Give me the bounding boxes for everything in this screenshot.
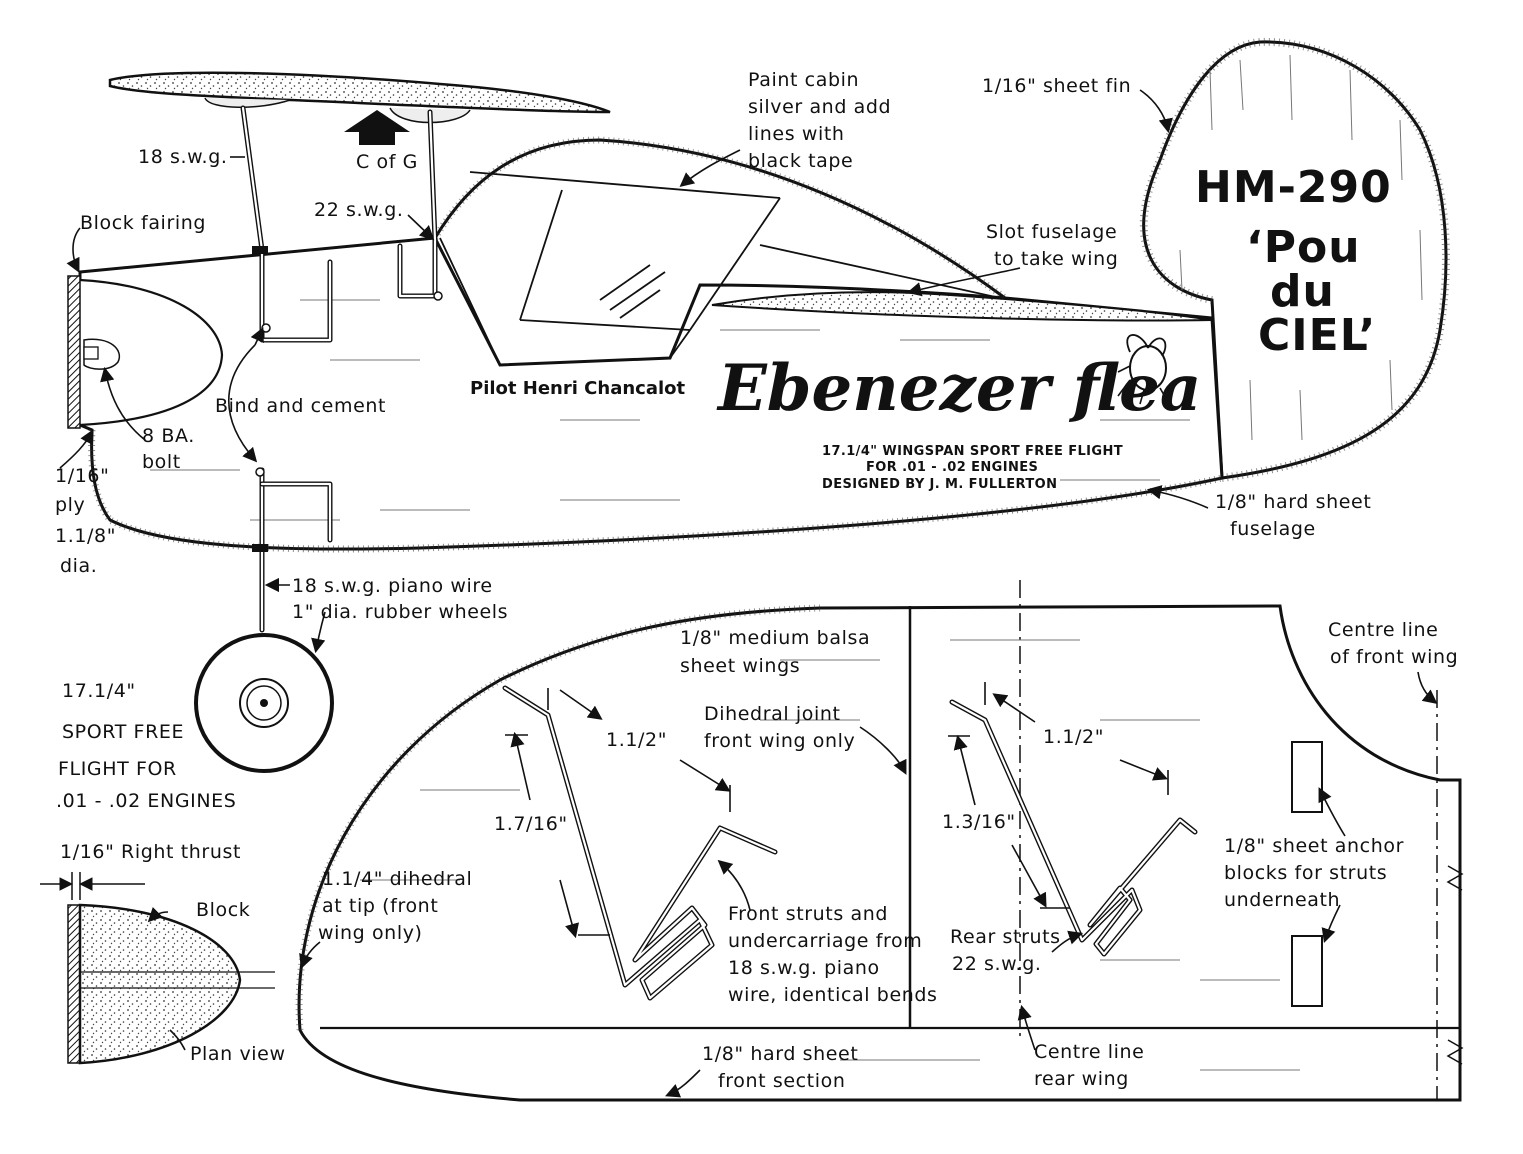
- anchor-blocks-3: underneath: [1224, 889, 1340, 911]
- wing-grain: [360, 639, 1300, 1071]
- spec-line-3: DESIGNED BY J. M. FULLERTON: [822, 477, 1057, 492]
- left-spec-3: FLIGHT FOR: [58, 758, 177, 780]
- centre-front-2: of front wing: [1330, 646, 1458, 668]
- paint-cabin-3: lines with: [748, 123, 845, 145]
- front-struts-3: 18 s.w.g. piano: [728, 957, 880, 979]
- dim-rear-top: 1.1/2": [1043, 726, 1104, 748]
- left-spec-block: 17.1/4" SPORT FREE FLIGHT FOR .01 - .02 …: [56, 680, 236, 812]
- side-annotations: Paint cabin silver and add lines with bl…: [55, 69, 1371, 623]
- hard-front-2: front section: [718, 1070, 845, 1092]
- model-number: HM-290: [1195, 162, 1392, 213]
- ply-label-3: 1.1/8": [55, 525, 116, 547]
- wing-annotations: 1/8" medium balsa sheet wings Dihedral j…: [318, 619, 1458, 1092]
- tip-dihedral-1: 1.1/4" dihedral: [322, 868, 472, 890]
- centre-rear-1: Centre line: [1034, 1041, 1144, 1063]
- front-struts-2: undercarriage from: [728, 930, 922, 952]
- piano-wire-label: 18 s.w.g. piano wire: [292, 575, 493, 597]
- block-label: Block: [196, 899, 250, 921]
- wing-plan: [295, 580, 1464, 1102]
- top-wing-side: [108, 71, 611, 114]
- tip-dihedral-2: at tip (front: [322, 895, 438, 917]
- wing-outline: [297, 604, 1462, 1102]
- hard-sheet-fuselage-2: fuselage: [1230, 518, 1316, 540]
- slot-label-1: Slot fuselage: [986, 221, 1117, 243]
- nickname-line-3: CIEL’: [1258, 310, 1376, 361]
- nickname-line-2: du: [1270, 266, 1335, 317]
- fin-grain: [1179, 54, 1423, 441]
- wheel: [194, 633, 334, 773]
- anchor-blocks-1: 1/8" sheet anchor: [1224, 835, 1404, 857]
- bolt-label-2: bolt: [142, 451, 181, 473]
- paint-cabin-4: black tape: [748, 150, 853, 172]
- plan-view-caption: Plan view: [190, 1043, 286, 1065]
- cog-label: C of G: [356, 151, 418, 173]
- left-spec-4: .01 - .02 ENGINES: [56, 790, 236, 812]
- hard-sheet-fuselage-1: 1/8" hard sheet: [1215, 491, 1371, 513]
- anchor-block-rear: [1291, 935, 1323, 1007]
- wheels-label: 1" dia. rubber wheels: [292, 601, 508, 623]
- plan-view-labels: 1/16" Right thrust Block Plan view: [60, 841, 286, 1065]
- nickname-line-1: ‘Pou: [1246, 222, 1361, 273]
- cabin-frames: [439, 171, 1001, 366]
- side-view: [67, 37, 1450, 773]
- block-fairing-label: Block fairing: [80, 212, 206, 234]
- rear-strut: [949, 699, 1198, 957]
- title-block: HM-290 ‘Pou du CIEL’ Ebenezer flea Pilot…: [470, 162, 1392, 492]
- flea-logo: [1117, 334, 1169, 405]
- dihedral-joint-1: Dihedral joint: [704, 703, 841, 725]
- bind-cement-label: Bind and cement: [215, 395, 386, 417]
- fuselage-grain: [130, 299, 1190, 521]
- tip-dihedral-3: wing only): [318, 922, 423, 944]
- firewall-ply: [67, 275, 81, 429]
- spec-line-2: FOR .01 - .02 ENGINES: [866, 460, 1038, 475]
- left-spec-1: 17.1/4": [62, 680, 136, 702]
- dim-rear-side: 1.3/16": [942, 811, 1016, 833]
- swg22-label: 22 s.w.g.: [314, 199, 404, 221]
- rear-wing-side: [711, 291, 1213, 322]
- medium-balsa-1: 1/8" medium balsa: [680, 627, 870, 649]
- paint-cabin-2: silver and add: [748, 96, 891, 118]
- fin-label: 1/16" sheet fin: [982, 75, 1131, 97]
- nose-block: [79, 278, 224, 427]
- spec-line-1: 17.1/4" WINGSPAN SPORT FREE FLIGHT: [822, 444, 1123, 459]
- front-strut: [502, 685, 778, 1001]
- pilot-name: Pilot Henri Chancalot: [470, 378, 686, 399]
- centre-front-1: Centre line: [1328, 619, 1438, 641]
- c-of-g-arrow: [344, 110, 410, 145]
- medium-balsa-2: sheet wings: [680, 655, 800, 677]
- rear-struts-1: Rear struts: [950, 926, 1061, 948]
- leader-lines: [59, 89, 1438, 1098]
- ply-label-1: 1/16": [55, 465, 109, 487]
- hard-front-1: 1/8" hard sheet: [702, 1043, 858, 1065]
- paint-cabin-1: Paint cabin: [748, 69, 859, 91]
- thrust-label: 1/16" Right thrust: [60, 841, 241, 863]
- centre-rear-2: rear wing: [1034, 1068, 1129, 1090]
- ply-label-4: dia.: [60, 555, 97, 577]
- rear-struts-2: 22 s.w.g.: [952, 953, 1042, 975]
- slot-label-2: to take wing: [994, 248, 1118, 270]
- model-name: Ebenezer flea: [716, 351, 1201, 426]
- dim-front-top: 1.1/2": [606, 729, 667, 751]
- left-spec-2: SPORT FREE: [62, 721, 184, 743]
- anchor-block-front: [1291, 741, 1323, 813]
- swg18-top-label: 18 s.w.g.: [138, 146, 228, 168]
- front-struts-1: Front struts and: [728, 903, 888, 925]
- plan-view-nose: [40, 872, 275, 1065]
- ply-label-2: ply: [55, 494, 85, 516]
- bolt-label-1: 8 BA.: [142, 425, 195, 447]
- dihedral-joint-2: front wing only: [704, 730, 855, 752]
- dim-front-side: 1.7/16": [494, 813, 568, 835]
- anchor-blocks-2: blocks for struts: [1224, 862, 1387, 884]
- front-struts-4: wire, identical bends: [728, 984, 938, 1006]
